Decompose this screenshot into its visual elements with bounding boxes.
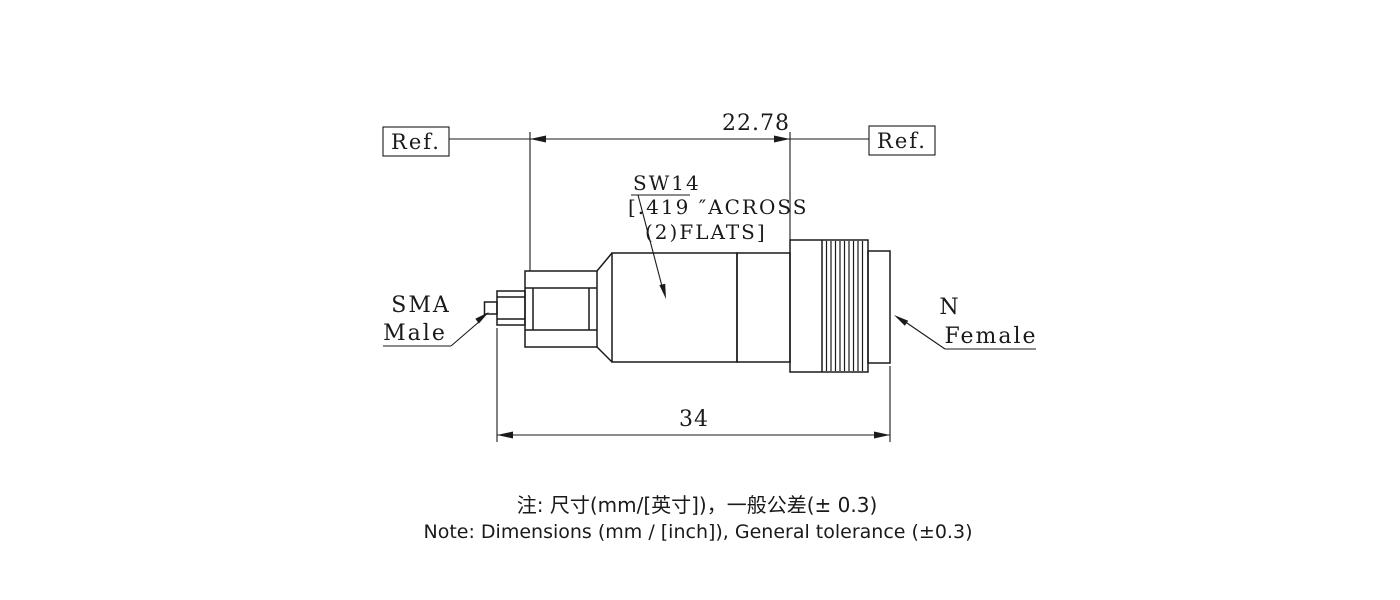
connector-drawing — [483, 239, 891, 373]
bottom-dimension-value: 34 — [679, 407, 709, 432]
ref-label-right: Ref. — [877, 129, 927, 153]
note-line-en: Note: Dimensions (mm / [inch]), General … — [424, 521, 973, 543]
n-label-line2: Female — [944, 324, 1037, 349]
n-leader-line — [903, 320, 946, 350]
top-dimension: Ref. Ref. 22.78 — [382, 111, 936, 271]
bottom-dim-arrow-left — [497, 431, 513, 439]
sma-hex-facet-lines — [525, 287, 597, 331]
n-interface-end — [867, 250, 891, 364]
sma-thread-barrel — [496, 290, 526, 326]
sma-label-line2: Male — [383, 321, 447, 346]
bottom-dim-arrow-right — [874, 431, 890, 439]
ref-box-right — [868, 125, 936, 156]
sma-hex-chamfer-lines — [532, 288, 590, 330]
sw14-label: SW14 — [633, 171, 701, 195]
mid-cylinder — [736, 252, 791, 363]
sma-leader-arrow — [475, 312, 489, 324]
knurl-lines — [825, 241, 864, 371]
sma-leader-line — [450, 320, 481, 347]
sw14-flats-label: (2)FLATS] — [645, 220, 767, 244]
sma-hex-nut — [524, 270, 598, 348]
n-female-callout: N Female — [894, 295, 1037, 350]
n-label-line1: N — [939, 295, 960, 320]
sw14-across-label: [.419 ″ACROSS — [628, 195, 808, 219]
n-leader-arrow — [894, 315, 909, 326]
sma-label-line1: SMA — [391, 293, 451, 318]
top-dimension-value: 22.78 — [722, 111, 790, 136]
main-hex-body — [611, 252, 738, 363]
drawing-notes: 注: 尺寸(mm/[英寸])，一般公差(± 0.3) Note: Dimensi… — [424, 493, 973, 543]
bottom-dimension: 34 — [496, 328, 891, 442]
sw14-leader-line — [637, 194, 664, 291]
sw14-callout: SW14 [.419 ″ACROSS (2)FLATS] — [628, 171, 808, 299]
top-dim-arrow-right — [774, 135, 790, 143]
top-dim-arrow-left — [530, 135, 546, 143]
ref-label-left: Ref. — [391, 130, 441, 154]
ref-box-left — [382, 126, 450, 157]
sma-center-pin — [483, 301, 498, 315]
n-coupling-nut — [789, 239, 869, 373]
sma-thread-lines — [497, 296, 525, 320]
transition-cone — [596, 252, 613, 363]
sw14-leader-arrow — [659, 283, 666, 299]
note-line-cn: 注: 尺寸(mm/[英寸])，一般公差(± 0.3) — [517, 493, 878, 517]
sma-male-callout: SMA Male — [383, 293, 489, 347]
